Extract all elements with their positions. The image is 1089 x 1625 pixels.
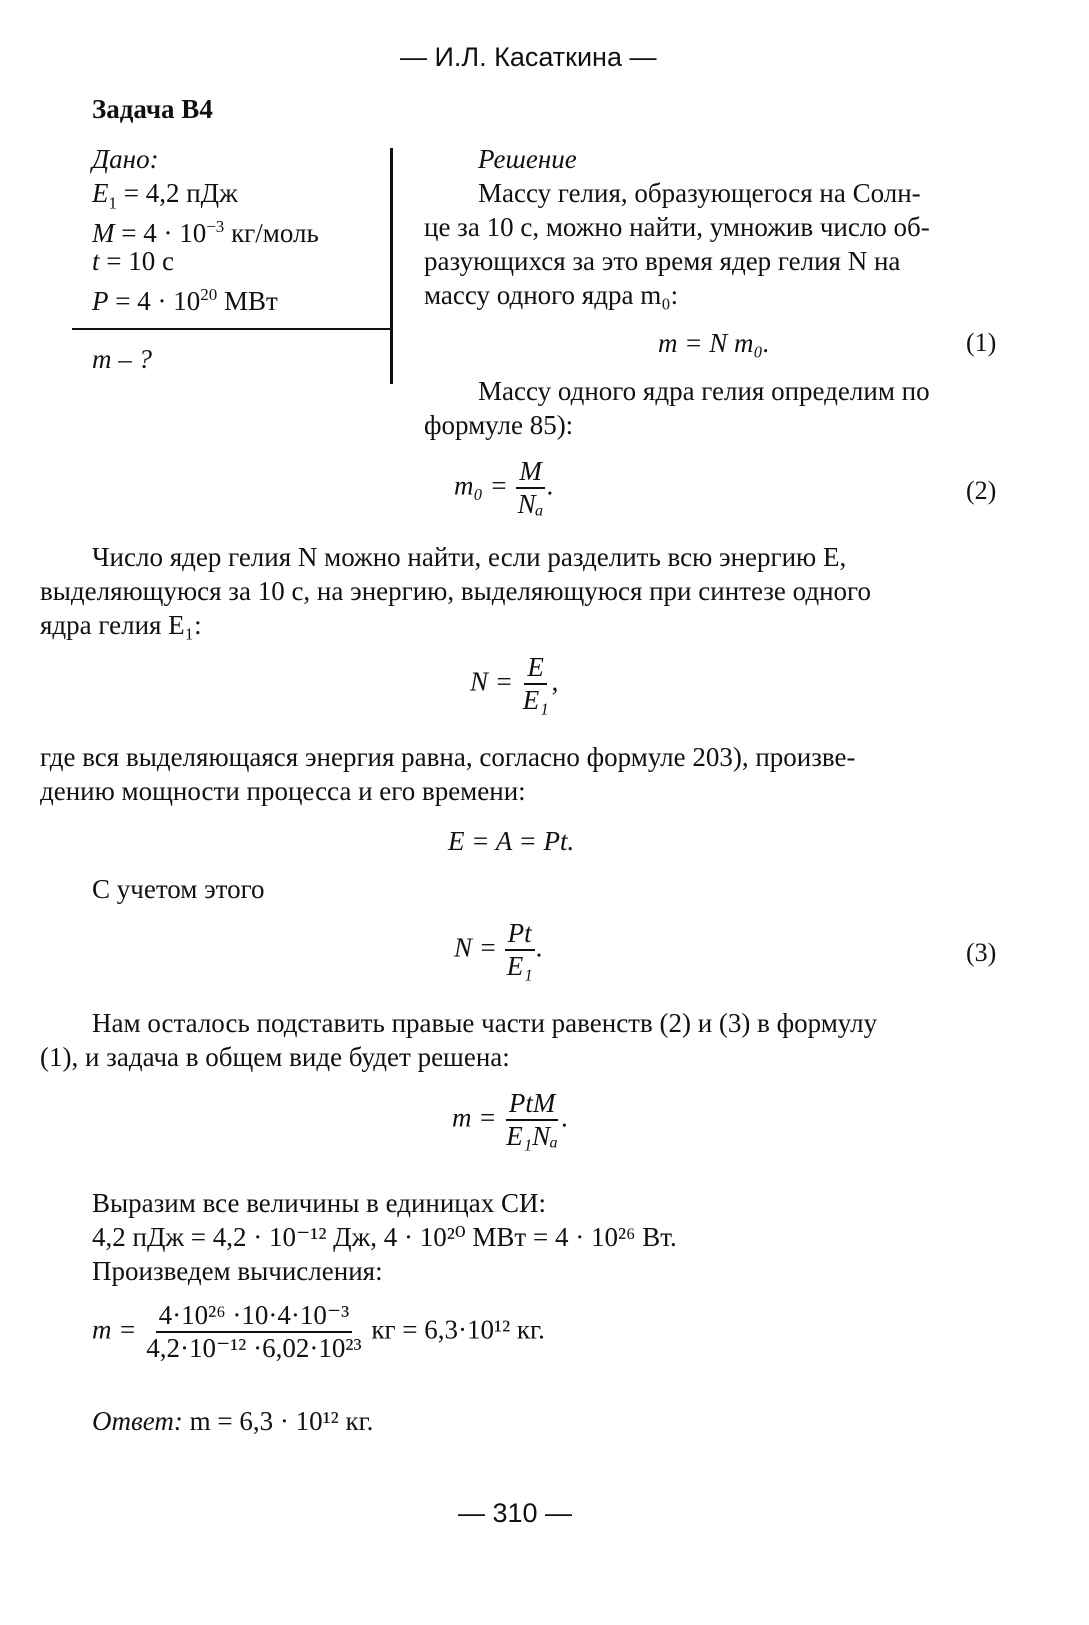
solution-paragraph-2-line-1: Массу одного ядра гелия определим по <box>478 376 930 406</box>
solution-paragraph-4-line-2: дению мощности процесса и его времени: <box>40 776 526 806</box>
solution-label: Решение <box>478 144 577 174</box>
solution-paragraph-2-line-2: формуле 85): <box>424 410 574 440</box>
solution-paragraph-4-line-1: где вся выделяющаяся энергия равна, согл… <box>40 742 856 772</box>
equation-3-number: (3) <box>966 938 997 967</box>
answer-value: m = 6,3 · 10¹² кг. <box>182 1406 374 1436</box>
page-number: — 310 — <box>458 1498 573 1528</box>
solution-paragraph-1-line-3: разующихся за это время ядер гелия N на <box>424 246 901 276</box>
answer-line: Ответ: m = 6,3 · 10¹² кг. <box>92 1404 373 1438</box>
solution-paragraph-3-line-2: выделяющуюся за 10 с, на энергию, выделя… <box>40 576 871 606</box>
given-divider <box>72 328 392 330</box>
solution-paragraph-8: Произведем вычисления: <box>92 1256 383 1286</box>
answer-label: Ответ: <box>92 1406 183 1436</box>
given-vertical-rule <box>390 148 393 384</box>
equation-2-number: (2) <box>966 476 997 505</box>
running-title: — И.Л. Касаткина — <box>400 42 657 72</box>
equation-1-number: (1) <box>966 328 997 357</box>
solution-paragraph-5: С учетом этого <box>92 874 265 904</box>
given-line-power: P = 4 · 1020 МВт <box>92 285 278 316</box>
solution-paragraph-6-line-2: (1), и задача в общем виде будет решена: <box>40 1042 510 1072</box>
equation-energy-work: E = A = Pt. <box>448 826 575 856</box>
given-line-time: t = 10 с <box>92 246 174 276</box>
solution-paragraph-7: Выразим все величины в единицах СИ: <box>92 1188 546 1218</box>
equation-1: m = N m₀. <box>658 328 770 358</box>
problem-title: Задача В4 <box>92 94 213 124</box>
solution-paragraph-1-line-4: массу одного ядра m₀: <box>424 280 679 310</box>
solution-paragraph-1-line-2: це за 10 с, можно найти, умножив число о… <box>424 212 930 242</box>
solution-paragraph-3-line-3: ядра гелия E₁: <box>40 610 202 640</box>
si-conversion-line: 4,2 пДж = 4,2 · 10⁻¹² Дж, 4 · 10²⁰ МВт =… <box>92 1222 677 1252</box>
solution-paragraph-3-line-1: Число ядер гелия N можно найти, если раз… <box>92 542 847 572</box>
given-label: Дано: <box>92 144 159 174</box>
given-line-energy: E1 = 4,2 пДж <box>92 178 238 213</box>
solution-paragraph-1-line-1: Массу гелия, образующегося на Солн- <box>478 178 921 208</box>
given-line-molar-mass: M = 4 · 10−3 кг/моль <box>92 217 319 248</box>
solution-paragraph-6-line-1: Нам осталось подставить правые части рав… <box>92 1008 878 1038</box>
find-line: m – ? <box>92 344 152 374</box>
